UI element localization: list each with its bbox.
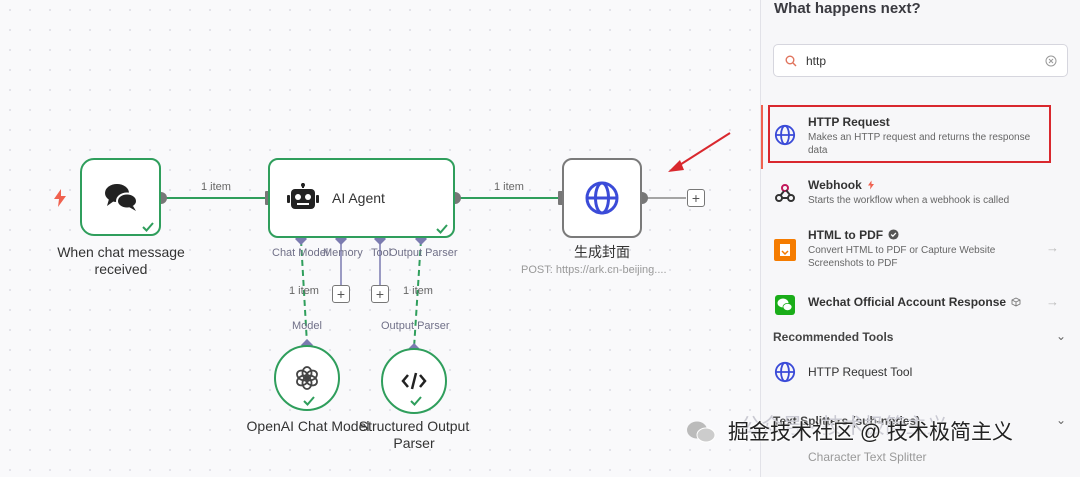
result-html-to-pdf[interactable]: HTML to PDF Convert HTML to PDF or Captu…	[761, 228, 1080, 284]
clear-search-icon[interactable]	[1045, 55, 1057, 67]
chevron-right-icon: →	[1046, 240, 1059, 255]
result-character-text-splitter[interactable]: Character Text Splitter	[761, 450, 1080, 474]
wechat-logo-icon	[687, 421, 716, 443]
chevron-right-icon: →	[1046, 294, 1059, 309]
globe-icon	[774, 361, 796, 383]
pdf-icon	[774, 239, 796, 261]
result-title-text: Webhook	[808, 178, 862, 192]
section-recommended-tools[interactable]: Recommended Tools	[773, 330, 894, 344]
trigger-bolt-icon	[54, 189, 66, 207]
openai-icon	[296, 366, 318, 390]
globe-icon	[585, 181, 619, 215]
node-creator-panel: What happens next? http HTTP Request Mak…	[760, 0, 1080, 477]
result-webhook[interactable]: Webhook Starts the workflow when a webho…	[761, 178, 1080, 234]
code-icon	[401, 372, 427, 390]
add-tool-button[interactable]: +	[371, 285, 389, 303]
http-node-subtitle: POST: https://ark.cn-beijing....	[521, 264, 667, 276]
ai-agent-node[interactable]: AI Agent	[268, 158, 455, 238]
chevron-down-icon[interactable]: ⌄	[1055, 329, 1066, 343]
chevron-down-icon[interactable]: ⌄	[1055, 413, 1066, 427]
tool-port-label: Tool	[371, 247, 392, 259]
robot-icon	[287, 183, 319, 209]
success-check-icon	[142, 222, 154, 232]
parser-out-port-label: Output Parser	[381, 320, 450, 332]
connection-wires	[155, 132, 731, 355]
result-title: Wechat Official Account Response	[808, 295, 1021, 309]
chat-model-port-label: Chat Model	[272, 247, 329, 259]
watermark-faint: 公众号 · 技术极简主义	[740, 415, 948, 438]
http-node-label: 生成封面	[574, 244, 630, 260]
wire-label-model-agent: 1 item	[289, 285, 319, 297]
wire-label-trigger-agent: 1 item	[201, 181, 231, 193]
result-title: HTTP Request	[808, 115, 890, 129]
output-parser-node[interactable]	[381, 348, 447, 414]
wire-label-parser-agent: 1 item	[403, 285, 433, 297]
memory-port-label: Memory	[323, 247, 363, 259]
globe-icon	[774, 124, 796, 146]
result-title: Webhook	[808, 178, 875, 192]
result-title-text: HTML to PDF	[808, 228, 884, 242]
chat-bubbles-icon	[104, 184, 138, 211]
wire-label-agent-http: 1 item	[494, 181, 524, 193]
result-desc: Makes an HTTP request and returns the re…	[808, 132, 1031, 156]
webhook-icon	[775, 184, 795, 202]
highlight-box	[768, 105, 1051, 163]
output-parser-port-label: Output Parser	[389, 247, 458, 259]
success-check-icon	[436, 224, 448, 234]
wechat-icon	[775, 295, 795, 315]
wire-parser-agent	[413, 239, 422, 349]
panel-title: What happens next?	[774, 0, 921, 17]
model-out-port-label: Model	[292, 320, 322, 332]
openai-model-node[interactable]	[274, 345, 340, 411]
http-request-node[interactable]	[562, 158, 642, 238]
node-search-input[interactable]: http	[773, 44, 1068, 77]
add-memory-button[interactable]: +	[332, 285, 350, 303]
result-http-request-tool[interactable]: HTTP Request Tool	[761, 358, 1080, 388]
parser-node-label: Structured Output Parser	[358, 418, 470, 451]
trigger-bolt-icon	[868, 180, 875, 190]
success-check-icon	[303, 396, 315, 406]
result-wechat[interactable]: Wechat Official Account Response →	[761, 294, 1080, 325]
watermark: 掘金技术社区 @ 技术极简主义	[686, 416, 1013, 446]
cube-icon	[1011, 297, 1021, 307]
watermark-text: 掘金技术社区 @ 技术极简主义	[728, 421, 1013, 444]
result-title: HTTP Request Tool	[808, 365, 913, 379]
workflow-canvas[interactable]: When chat message received 1 item AI Age…	[0, 0, 760, 477]
trigger-node[interactable]	[80, 158, 161, 236]
trigger-node-label: When chat message received	[57, 244, 185, 277]
search-value: http	[806, 54, 827, 68]
selected-indicator	[761, 105, 763, 169]
section-text-splitters[interactable]: Text Splitters (sub-nodes)	[773, 414, 921, 428]
result-desc: Convert HTML to PDF or Capture Website S…	[808, 245, 996, 269]
result-http-request[interactable]: HTTP Request Makes an HTTP request and r…	[761, 115, 1080, 171]
result-title-text: Wechat Official Account Response	[808, 295, 1007, 309]
search-icon	[785, 55, 797, 67]
ai-agent-label: AI Agent	[332, 190, 385, 206]
result-title: Character Text Splitter	[808, 450, 927, 464]
wire-model-agent	[300, 239, 308, 345]
openai-node-label: OpenAI Chat Model	[246, 418, 370, 434]
result-title: HTML to PDF	[808, 228, 899, 242]
add-next-node-button[interactable]: +	[687, 189, 705, 207]
result-desc: Starts the workflow when a webhook is ca…	[808, 195, 1010, 206]
verified-badge-icon	[888, 229, 899, 240]
success-check-icon	[410, 396, 422, 406]
annotation-arrow	[674, 132, 731, 169]
